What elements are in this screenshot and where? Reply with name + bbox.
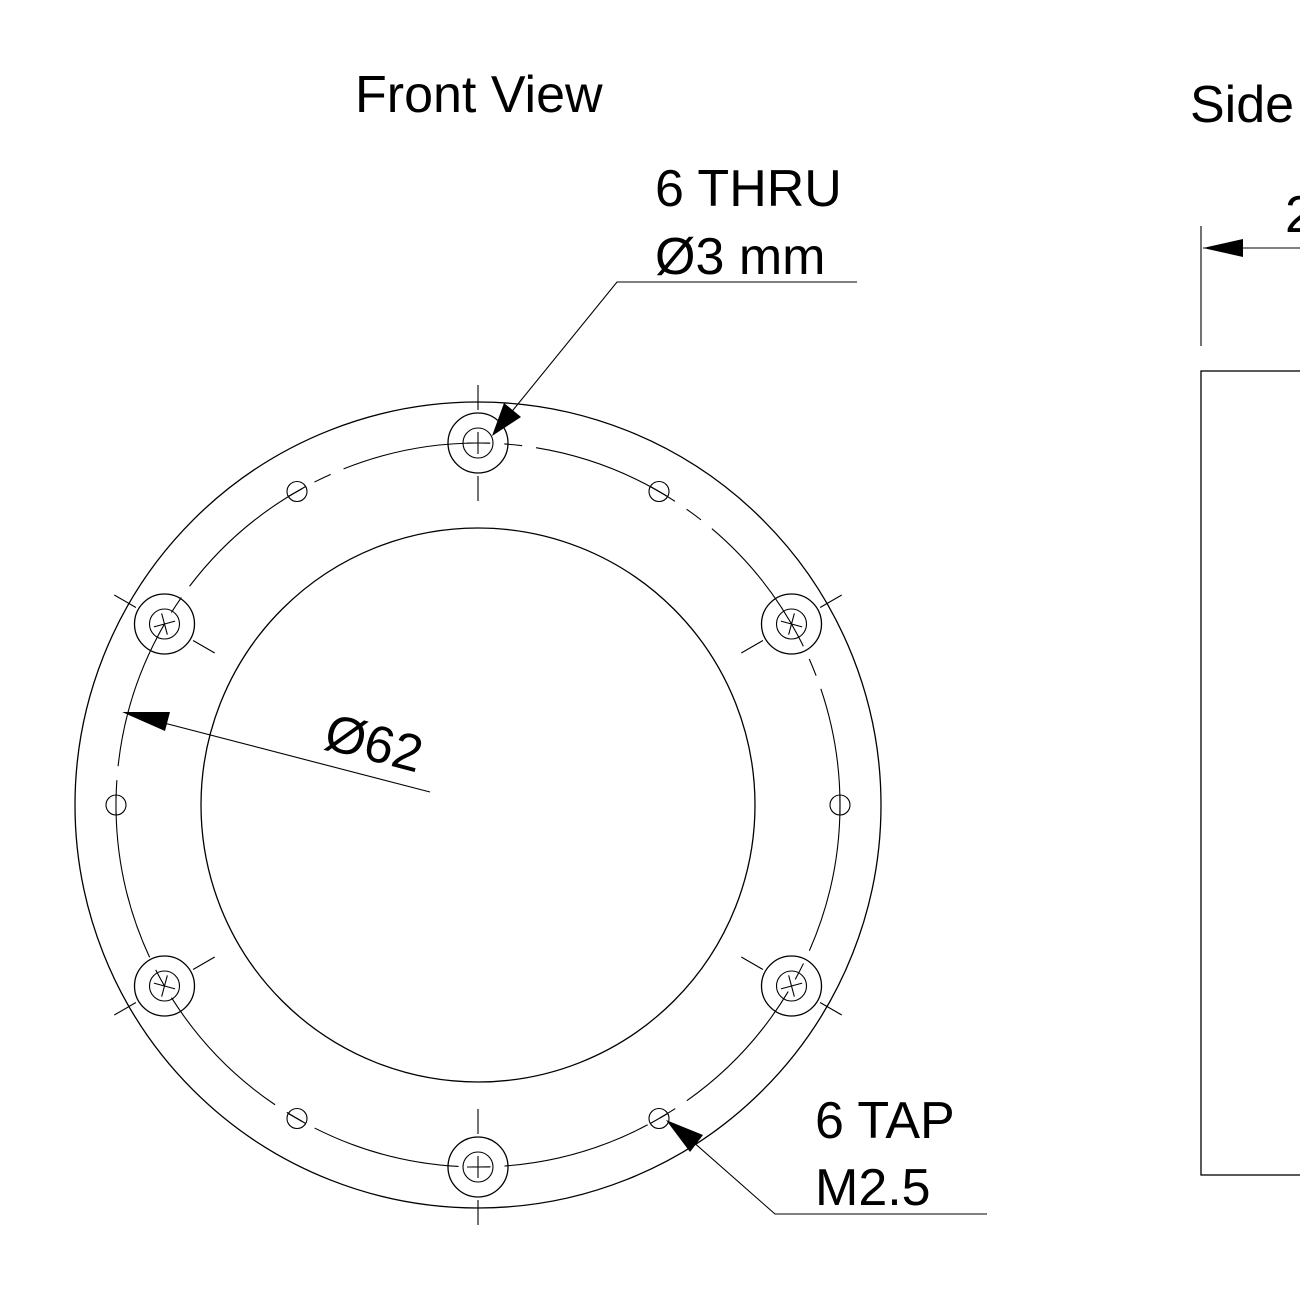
tap-hole-leader-line bbox=[682, 1132, 987, 1215]
tap-hole bbox=[829, 794, 851, 816]
tap-hole-circle bbox=[286, 480, 308, 503]
tap-hole-center-line bbox=[288, 1113, 306, 1124]
tap-hole-center-line bbox=[288, 486, 306, 497]
thru-hole-note-line2: Ø3 mm bbox=[655, 228, 825, 286]
thru-hole bbox=[447, 385, 509, 501]
thru-hole bbox=[113, 593, 216, 655]
thru-hole bbox=[740, 593, 843, 655]
thru-hole-center-tick bbox=[113, 594, 137, 608]
tap-hole bbox=[286, 1107, 308, 1130]
thru-hole-cross-line bbox=[161, 975, 168, 997]
thru-hole bbox=[447, 1109, 509, 1225]
tap-hole-leader-arrowhead bbox=[666, 1120, 703, 1152]
side-view-body bbox=[1200, 370, 1300, 1176]
thru-hole-cross-line bbox=[788, 613, 795, 635]
thru-hole-center-tick bbox=[192, 956, 216, 970]
thru-hole-bore bbox=[462, 427, 494, 459]
bolt-circle-centerline bbox=[115, 442, 841, 1168]
thru-hole-bore bbox=[148, 608, 181, 640]
side-view: 2 bbox=[1200, 186, 1300, 1176]
tap-hole-center-line bbox=[650, 486, 668, 497]
thru-hole-cross-line bbox=[780, 982, 803, 990]
thru-hole-center-tick bbox=[740, 640, 764, 654]
thru-hole-counterbore bbox=[760, 593, 823, 655]
thru-hole-center-tick bbox=[113, 1002, 137, 1016]
thru-hole-counterbore bbox=[133, 593, 196, 655]
front-view bbox=[74, 385, 882, 1225]
diameter-label: Ø62 bbox=[319, 703, 429, 784]
thru-hole-leader-line bbox=[504, 281, 857, 421]
thru-hole-note-line1: 6 THRU bbox=[655, 160, 842, 218]
thru-hole-bore bbox=[775, 608, 808, 640]
thru-hole-center-tick bbox=[740, 956, 764, 970]
thru-hole-center-tick bbox=[192, 640, 216, 654]
tap-hole-circle bbox=[286, 1107, 308, 1130]
tap-hole-note-line2: M2.5 bbox=[815, 1159, 931, 1217]
diameter-dimension: Ø62 bbox=[122, 703, 431, 793]
thru-hole-bore bbox=[775, 970, 808, 1002]
tap-hole bbox=[286, 480, 308, 503]
thru-hole-cross-line bbox=[153, 620, 176, 628]
thru-hole-counterbore bbox=[133, 955, 196, 1017]
side-dimension-arrowhead bbox=[1203, 239, 1243, 257]
side-dimension-label: 2 bbox=[1285, 186, 1300, 244]
thru-hole bbox=[740, 955, 843, 1017]
tap-hole bbox=[648, 480, 670, 503]
inner-bore-circle bbox=[200, 527, 756, 1083]
tap-hole-center-line bbox=[650, 1113, 668, 1124]
tap-hole bbox=[648, 1107, 670, 1130]
tap-hole bbox=[105, 794, 127, 816]
thru-hole-counterbore bbox=[447, 412, 509, 474]
thru-hole-center-tick bbox=[819, 594, 843, 608]
thru-hole-leader-arrowhead bbox=[492, 403, 521, 436]
outer-flange-circle bbox=[74, 401, 882, 1209]
thru-hole-counterbore bbox=[760, 955, 823, 1017]
front-view-title: Front View bbox=[355, 66, 603, 124]
thru-hole-bore bbox=[148, 970, 181, 1002]
thru-hole-center-tick bbox=[819, 1002, 843, 1016]
thru-hole-group bbox=[113, 385, 843, 1225]
thru-hole-counterbore bbox=[447, 1136, 509, 1198]
tap-hole-callout: 6 TAP M2.5 bbox=[666, 1092, 987, 1217]
diameter-dimension-arrowhead bbox=[122, 712, 170, 731]
tap-hole-group bbox=[105, 480, 851, 1130]
tap-hole-note-line1: 6 TAP bbox=[815, 1092, 955, 1150]
tap-hole-circle bbox=[648, 480, 670, 503]
thru-hole-bore bbox=[462, 1151, 494, 1183]
thru-hole-callout: 6 THRU Ø3 mm bbox=[492, 160, 857, 436]
thru-hole bbox=[113, 955, 216, 1017]
diameter-dimension-line bbox=[136, 715, 431, 793]
tap-hole-circle bbox=[648, 1107, 670, 1130]
side-view-title: Side bbox=[1190, 76, 1294, 134]
